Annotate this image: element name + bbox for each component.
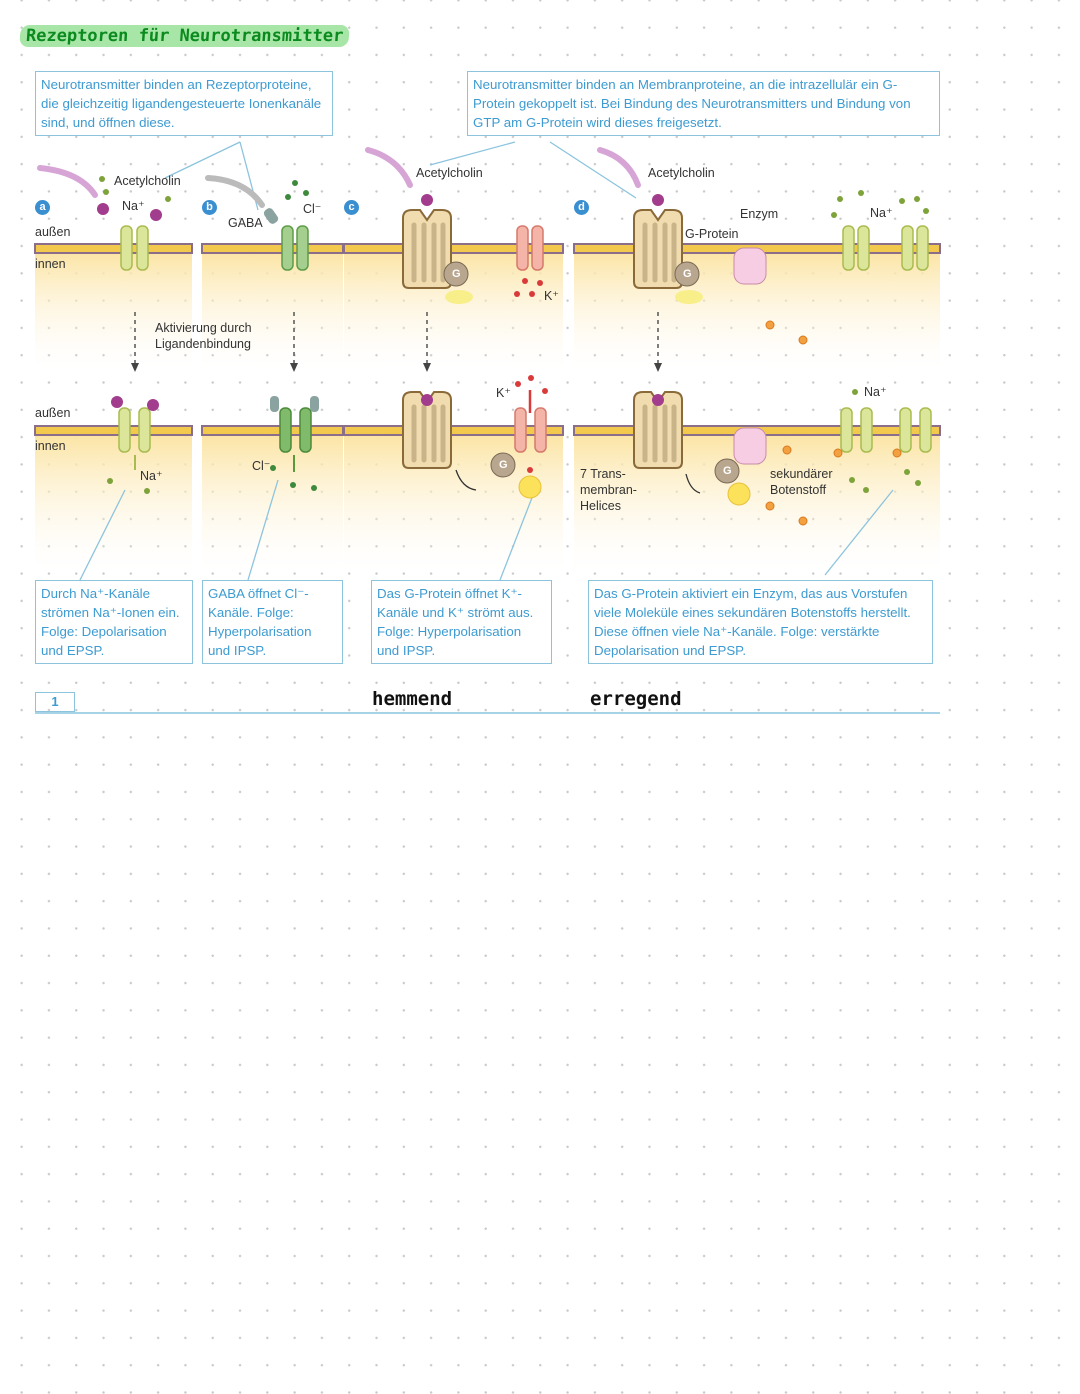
handwritten-erregend: erregend <box>590 688 682 710</box>
na-ions <box>99 176 929 494</box>
g-label-d-active: G <box>723 465 732 477</box>
label-k-c: K⁺ <box>544 289 559 303</box>
label-enzyme: Enzym <box>740 207 779 221</box>
cl-ions <box>270 180 317 491</box>
panel-badge-b: b <box>202 200 217 215</box>
metabotropic-description: Neurotransmitter binden an Membranprotei… <box>467 71 940 136</box>
label-helices: 7 Trans- membran- Helices <box>580 467 637 513</box>
label-na-a-after: Na⁺ <box>140 469 163 483</box>
g-label-d: G <box>683 268 692 280</box>
k-ions <box>514 278 548 473</box>
cl-channel-open <box>279 407 312 453</box>
label-cl-b-after: Cl⁻ <box>252 459 271 473</box>
receptor-diagram <box>34 141 941 714</box>
label-outside-2: außen <box>35 406 71 420</box>
incoming-arrows <box>37 147 641 208</box>
panel-badge-d: d <box>574 200 589 215</box>
label-second-messenger: sekundärer Botenstoff <box>770 467 833 497</box>
second-messenger-molecules <box>765 320 902 526</box>
label-activation: Aktivierung durch Ligandenbindung <box>155 321 252 351</box>
na-channels-d-closed <box>842 225 929 271</box>
gaba-molecules <box>263 208 319 412</box>
arrow-heads <box>131 363 662 372</box>
process-arrows <box>134 390 701 494</box>
label-na-a: Na⁺ <box>122 199 145 213</box>
label-acetylcholin-c: Acetylcholin <box>416 166 483 180</box>
label-acetylcholin-a: Acetylcholin <box>114 174 181 188</box>
g-label-c-active: G <box>499 459 508 471</box>
label-na-d: Na⁺ <box>870 206 893 220</box>
cytoplasm-bottom <box>35 432 940 572</box>
na-channels-d-open <box>840 407 932 453</box>
cytoplasm-top <box>35 250 940 370</box>
result-box-b: GABA öffnet Cl⁻-Kanäle. Folge: Hyperpola… <box>202 580 343 664</box>
label-inside-2: innen <box>35 439 66 453</box>
result-box-c: Das G-Protein öffnet K⁺-Kanäle und K⁺ st… <box>371 580 552 664</box>
k-channel-open <box>514 407 547 453</box>
result-box-d: Das G-Protein aktiviert ein Enzym, das a… <box>588 580 933 664</box>
cl-channel-closed <box>281 225 309 271</box>
result-box-a: Durch Na⁺-Kanäle strömen Na⁺-Ionen ein. … <box>35 580 193 664</box>
enzyme-shape-active <box>733 427 767 465</box>
panel-badge-a: a <box>35 200 50 215</box>
label-gaba: GABA <box>228 216 263 230</box>
k-channel-closed <box>516 225 544 271</box>
label-g-protein: G-Protein <box>685 227 739 241</box>
panel-badge-c: c <box>344 200 359 215</box>
g-protein-shapes <box>443 261 751 506</box>
na-channel-closed <box>120 225 149 271</box>
g-label-c: G <box>452 268 461 280</box>
handwritten-hemmend: hemmend <box>372 688 453 710</box>
figure-number: 1 <box>35 692 75 712</box>
ionotropic-description: Neurotransmitter binden an Rezeptorprote… <box>35 71 333 136</box>
activation-arrows <box>134 312 659 365</box>
label-k-c-after: K⁺ <box>496 386 511 400</box>
label-acetylcholin-d: Acetylcholin <box>648 166 715 180</box>
label-cl-b: Cl⁻ <box>303 202 322 216</box>
enzyme-shape <box>733 247 767 285</box>
label-na-d-after: Na⁺ <box>864 385 887 399</box>
transmembrane-helices <box>411 222 677 463</box>
label-outside: außen <box>35 225 71 239</box>
acetylcholin-molecules <box>97 194 664 411</box>
label-inside: innen <box>35 257 66 271</box>
na-channel-open <box>118 407 151 453</box>
